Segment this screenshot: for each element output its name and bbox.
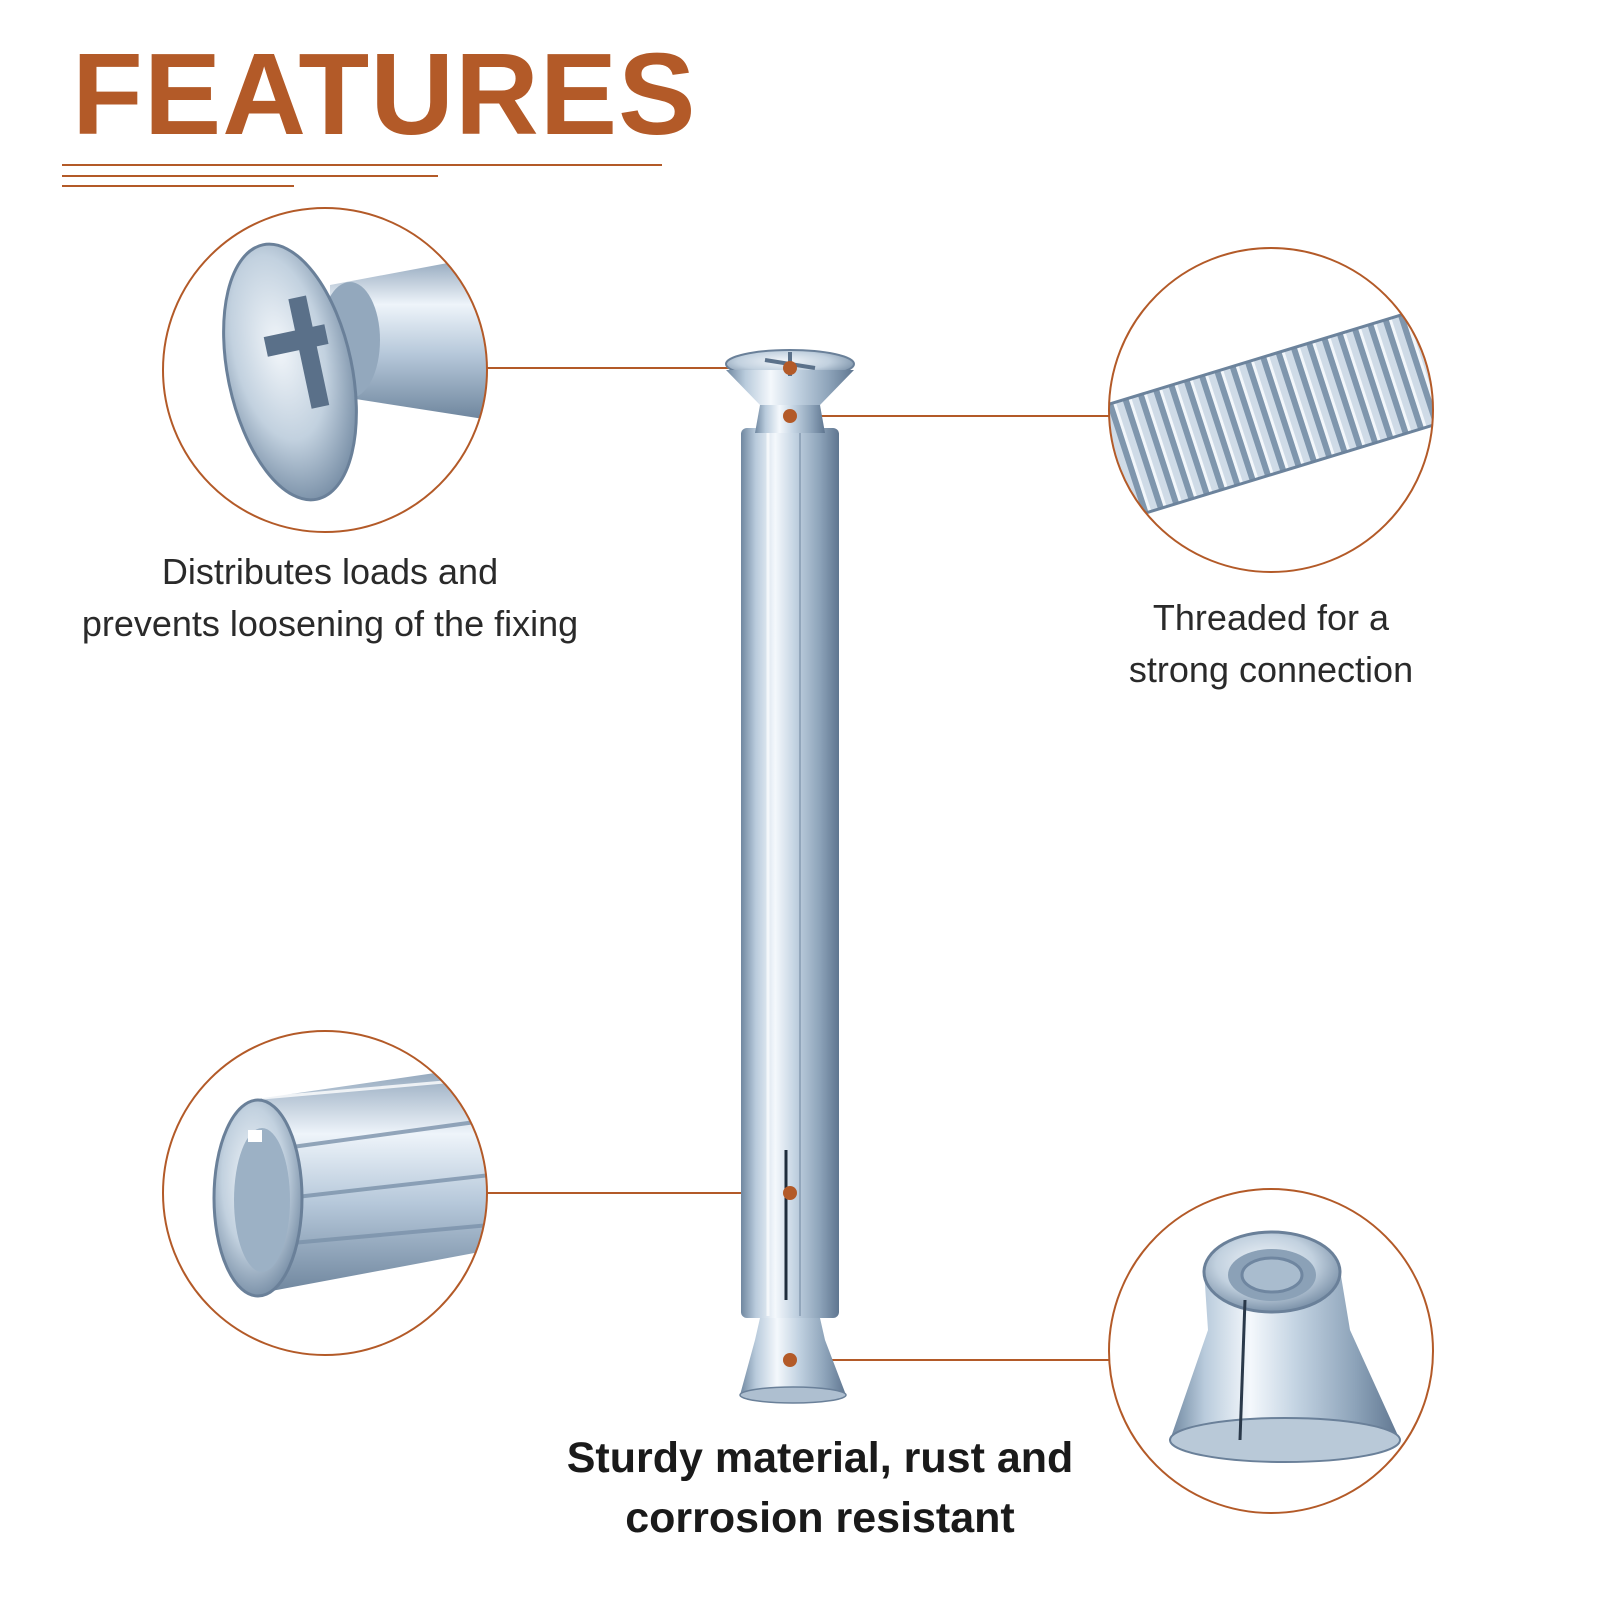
head-caption: Distributes loads and prevents loosening… <box>30 546 630 650</box>
title-rule-short <box>62 185 294 187</box>
connector-dot-nut <box>783 1353 797 1367</box>
sleeve-detail-icon <box>162 1030 488 1356</box>
connector-dots <box>783 361 797 1367</box>
connector-dot-head <box>783 361 797 375</box>
sleeve-anchor-bolt-icon <box>725 349 855 1404</box>
connector-dot-sleeve <box>783 1186 797 1200</box>
thread-detail-icon <box>1108 247 1434 573</box>
head-caption-line-2: prevents loosening of the fixing <box>81 603 579 644</box>
title-rule-long <box>62 164 662 166</box>
thread-caption: Threaded for a strong connection <box>1076 592 1466 696</box>
material-caption-line-1: Sturdy material, rust and <box>566 1434 1074 1482</box>
thread-caption-line-2: strong connection <box>1128 649 1414 690</box>
page-title: FEATURES <box>72 29 697 159</box>
head-caption-line-1: Distributes loads and <box>161 551 499 592</box>
material-caption: Sturdy material, rust and corrosion resi… <box>520 1428 1120 1548</box>
screw-head-detail-icon <box>162 207 488 533</box>
thread-caption-line-1: Threaded for a <box>1152 597 1390 638</box>
connector-dot-thread <box>783 409 797 423</box>
cone-nut-detail-icon <box>1108 1188 1434 1514</box>
title-rule-medium <box>62 175 438 177</box>
material-caption-line-2: corrosion resistant <box>625 1494 1015 1542</box>
